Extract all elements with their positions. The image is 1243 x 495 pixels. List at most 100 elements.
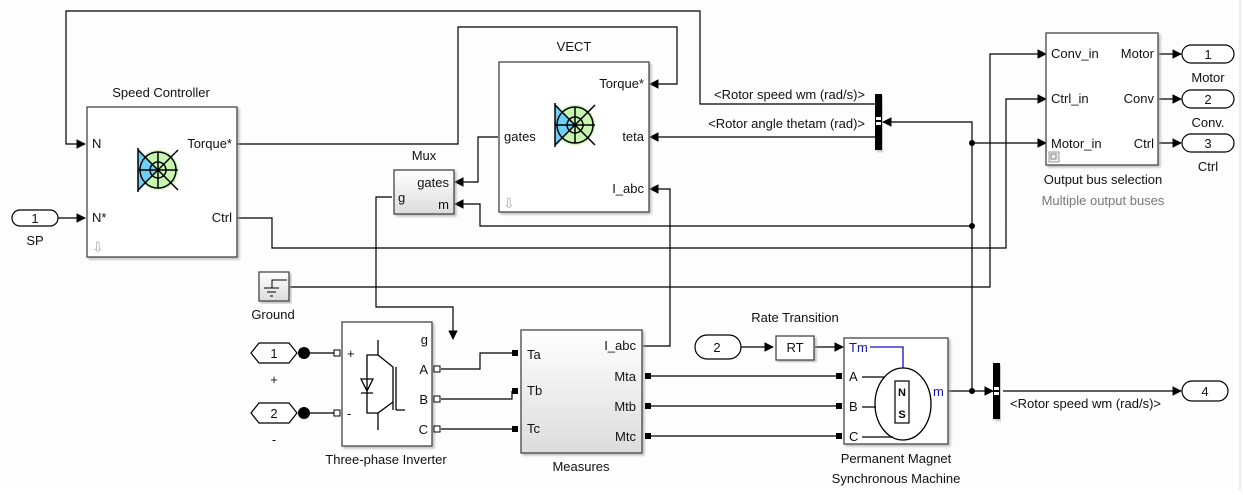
outport-conv[interactable]: 2 Conv. (1181, 89, 1235, 130)
down-arrow-icon: ⇩ (92, 239, 104, 255)
svg-text:g: g (421, 332, 428, 347)
igbt-diode-icon (359, 340, 405, 430)
outport-motor[interactable]: 1 Motor (1181, 44, 1235, 85)
outport-rotor-speed[interactable]: 4 (1181, 380, 1229, 402)
svg-text:1: 1 (270, 346, 277, 361)
svg-text:C: C (849, 429, 858, 444)
inport-sp-label: SP (26, 233, 43, 248)
bus-selector-top[interactable]: <Rotor speed wm (rad/s)> <Rotor angle th… (708, 87, 882, 150)
inport-sp[interactable]: 1 SP (11, 209, 59, 248)
wire-ctrl[interactable] (237, 94, 1047, 249)
svg-text:Ta: Ta (527, 347, 542, 362)
vect-title: VECT (557, 39, 592, 54)
svg-text:1: 1 (1204, 47, 1211, 62)
three-phase-inverter-block[interactable]: + - g A B C Three-phase Inverter (325, 321, 447, 467)
svg-text:-: - (347, 406, 351, 421)
rate-transition-title: Rate Transition (751, 310, 838, 325)
svg-text:RT: RT (786, 340, 803, 355)
measures-block[interactable]: Ta Tb Tc I_abc Mta Mtb Mtc Measures (512, 329, 651, 474)
speed-controller-title: Speed Controller (112, 85, 210, 100)
wire-rotor-speed-feedback[interactable] (65, 10, 876, 149)
svg-text:Mta: Mta (614, 369, 636, 384)
speed-controller-block[interactable]: Speed Controller N N* Torque* Ctrl ⇩ (86, 85, 238, 258)
svg-text:B: B (419, 392, 428, 407)
conn-port-minus[interactable]: 2 - (250, 402, 298, 447)
ground-block[interactable]: Ground (251, 271, 295, 322)
conn-port-plus[interactable]: 1 + (250, 342, 298, 387)
mux-block[interactable]: Mux gates m g (393, 148, 455, 215)
svg-text:C: C (419, 422, 428, 437)
svg-text:Motor_in: Motor_in (1051, 136, 1102, 151)
port-iabc-in: I_abc (612, 181, 644, 196)
svg-text:S: S (898, 409, 905, 421)
svg-text:1: 1 (31, 211, 38, 226)
svg-text:m: m (933, 384, 944, 399)
svg-text:4: 4 (1201, 384, 1208, 399)
output-bus-title: Output bus selection (1044, 172, 1163, 187)
down-arrow-icon: ⇩ (503, 195, 515, 211)
svg-text:Tc: Tc (527, 421, 541, 436)
port-n-star: N* (92, 210, 106, 225)
wire-m-to-mux[interactable] (454, 199, 972, 227)
inport-2[interactable]: 2 (694, 334, 742, 360)
svg-text:Ctrl: Ctrl (1198, 159, 1218, 174)
wire-gates[interactable] (454, 136, 498, 187)
svg-text:2: 2 (1204, 92, 1211, 107)
svg-text:A: A (419, 362, 428, 377)
output-bus-selection-block[interactable]: Conv_in Ctrl_in Motor_in Motor Conv Ctrl… (1042, 32, 1165, 208)
port-torque-in: Torque* (599, 76, 644, 91)
svg-text:Ctrl: Ctrl (1134, 136, 1154, 151)
signal-rotor-angle: <Rotor angle thetam (rad)> (708, 116, 865, 131)
wire-torque-ref[interactable] (237, 26, 678, 145)
outport-ctrl[interactable]: 3 Ctrl (1181, 133, 1235, 174)
svg-text:Tm: Tm (849, 340, 868, 355)
wire-iabc[interactable] (643, 184, 671, 347)
inverter-title: Three-phase Inverter (325, 452, 447, 467)
pmsm-block[interactable]: Tm A B C m N S Permanent Magnet Synchron… (832, 337, 961, 486)
wire-g[interactable] (375, 196, 458, 340)
svg-text:B: B (849, 399, 858, 414)
svg-text:m: m (438, 197, 449, 212)
svg-text:Mtc: Mtc (615, 429, 636, 444)
wire-conv[interactable] (290, 49, 1047, 288)
port-n: N (92, 136, 101, 151)
svg-text:I_abc: I_abc (604, 338, 636, 353)
svg-text:Conv.: Conv. (1192, 115, 1225, 130)
svg-text:+: + (347, 346, 355, 361)
svg-text:Conv_in: Conv_in (1051, 46, 1099, 61)
svg-text:Motor: Motor (1121, 46, 1155, 61)
svg-text:2: 2 (713, 340, 720, 355)
svg-text:+: + (270, 372, 278, 387)
svg-text:A: A (849, 369, 858, 384)
svg-text:Tb: Tb (527, 383, 542, 398)
ground-title: Ground (251, 307, 294, 322)
rate-transition-block[interactable]: Rate Transition RT (751, 310, 839, 361)
vect-block[interactable]: VECT Torque* teta I_abc gates ⇩ (498, 39, 650, 213)
signal-rotor-speed-out: <Rotor speed wm (rad/s)> (1010, 396, 1161, 411)
svg-text:3: 3 (1204, 136, 1211, 151)
signal-rotor-speed: <Rotor speed wm (rad/s)> (714, 87, 865, 102)
svg-text:Ctrl_in: Ctrl_in (1051, 91, 1089, 106)
measures-title: Measures (552, 459, 610, 474)
wires (58, 10, 1182, 437)
bus-selector-bottom[interactable]: <Rotor speed wm (rad/s)> (993, 363, 1161, 419)
port-torque: Torque* (187, 136, 232, 151)
svg-text:Motor: Motor (1191, 70, 1225, 85)
mux-title: Mux (412, 148, 437, 163)
motor-drive-icon (137, 148, 179, 192)
motor-drive-icon (554, 103, 596, 147)
pmsm-title-1: Permanent Magnet (841, 451, 952, 466)
svg-text:g: g (398, 190, 405, 205)
port-ctrl: Ctrl (212, 210, 232, 225)
svg-text:gates: gates (417, 175, 449, 190)
motor-magnet-icon: N S (862, 367, 932, 441)
svg-text:Conv: Conv (1124, 91, 1155, 106)
port-teta: teta (622, 129, 644, 144)
svg-text:N: N (898, 387, 906, 399)
svg-text:2: 2 (270, 406, 277, 421)
port-gates-out: gates (504, 129, 536, 144)
svg-text:Mtb: Mtb (614, 399, 636, 414)
output-bus-subtitle: Multiple output buses (1042, 193, 1165, 208)
